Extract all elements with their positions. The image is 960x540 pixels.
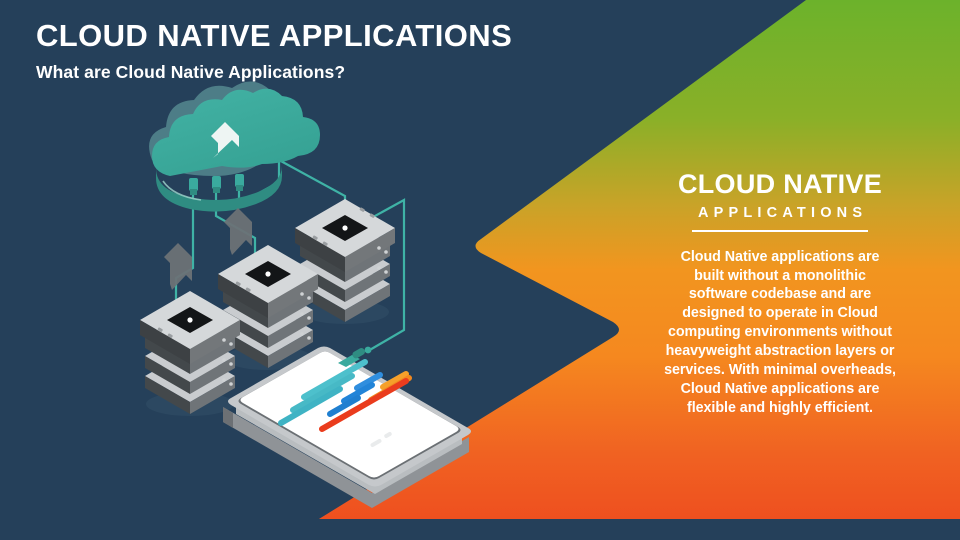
cloud-icon [149, 81, 320, 212]
cloud-body [152, 88, 320, 176]
server-stack-2 [218, 245, 318, 368]
phone-speaker [370, 432, 392, 447]
phone-screen-bars [278, 359, 412, 432]
arrow-icon-2 [224, 208, 252, 255]
panel-subheading: APPLICATIONS [697, 204, 868, 221]
page-title: CLOUD NATIVE APPLICATIONS [36, 18, 513, 53]
server-stack-1 [140, 291, 240, 414]
arrow-icon-1 [164, 243, 192, 290]
server-head [218, 245, 318, 340]
bar-blue-short [354, 372, 383, 391]
panel-divider [692, 229, 868, 232]
arrow-group [164, 208, 252, 290]
right-content-panel: CLOUD NATIVE APPLICATIONS Cloud Native a… [660, 169, 900, 417]
bar-orange-short [380, 371, 409, 390]
smartphone [223, 346, 471, 508]
bar-blue-mid [341, 382, 375, 404]
phone-connector [338, 346, 372, 367]
server-head [295, 199, 395, 274]
phone-rim-shadow [236, 404, 462, 494]
bottom-bar [0, 519, 960, 540]
panel-heading: CLOUD NATIVE [677, 169, 883, 199]
bar-teal-long [278, 386, 343, 426]
server-stack-3 [295, 199, 395, 322]
bar-blue-long [327, 395, 361, 417]
bar-teal-mid [290, 373, 355, 413]
page-subtitle: What are Cloud Native Applications? [36, 62, 346, 82]
cloud-upload-arrow [211, 122, 239, 158]
cable-4 [345, 198, 406, 352]
bar-red-long [319, 378, 409, 432]
server-head [140, 291, 240, 386]
phone-side [223, 407, 469, 508]
panel-body-text: Cloud Native applications are built with… [664, 248, 896, 416]
gradient-chevron-panel [285, 0, 960, 540]
cloud-plug-group [189, 174, 244, 195]
bar-teal-short [301, 359, 368, 400]
cloud-rim [162, 180, 202, 201]
cloud-base [156, 166, 282, 212]
